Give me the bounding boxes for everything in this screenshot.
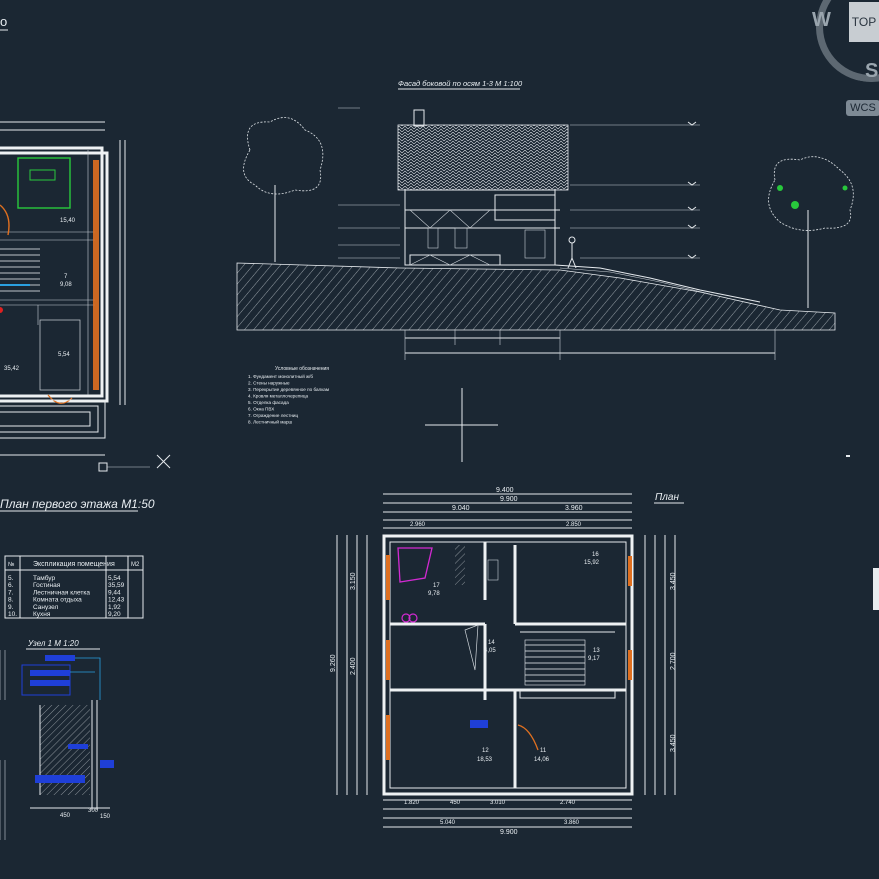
svg-text:Экспликация помещения: Экспликация помещения [33, 561, 115, 568]
room-schedule-cell: 8. [8, 597, 14, 604]
navigation-bar-tab[interactable] [873, 568, 879, 610]
node-dim: 150 [100, 814, 111, 820]
svg-text:3.450: 3.450 [670, 572, 677, 590]
room-area-label: 5,54 [58, 352, 70, 358]
svg-text:9.040: 9.040 [452, 505, 470, 512]
wcs-menu-button[interactable]: WCS [846, 100, 879, 116]
svg-text:13: 13 [593, 648, 600, 654]
room-schedule-cell: 6. [8, 582, 14, 589]
upper-floor-plan[interactable]: План 9.400 9.900 9.040 3.960 2.960 2.850… [330, 487, 684, 836]
room-schedule-cell: 9. [8, 604, 14, 611]
svg-text:17: 17 [433, 583, 440, 589]
svg-text:3.150: 3.150 [350, 572, 357, 590]
svg-text:12: 12 [482, 748, 489, 754]
room-schedule-cell: Комната отдыха [33, 597, 82, 604]
room-schedule-cell: 7. [8, 589, 14, 596]
svg-text:450: 450 [450, 800, 461, 806]
svg-text:2.740: 2.740 [560, 800, 576, 806]
svg-text:11: 11 [540, 748, 547, 754]
legend-item: 8. Лестничный марш [248, 419, 293, 425]
cursor-crosshair [425, 388, 498, 462]
node-dim: 300 [88, 808, 99, 814]
room-schedule-cell: Кухня [33, 611, 51, 618]
room-schedule-cell: 12,43 [108, 597, 125, 604]
svg-text:14: 14 [488, 640, 495, 646]
room-schedule-cell: Лестничная клетка [33, 589, 90, 596]
room-schedule-cell: Гостиная [33, 582, 61, 589]
svg-text:1.820: 1.820 [404, 800, 420, 806]
legend-item: 5. Отделка фасада [248, 400, 289, 405]
facade-title: Фасад боковой по осям 1-3 М 1:100 [398, 79, 523, 88]
room-area-label: 15,40 [60, 218, 76, 224]
svg-text:18,53: 18,53 [477, 757, 493, 763]
legend-item: 3. Перекрытие деревянное по балкам [248, 387, 329, 392]
room-area-label: 9,08 [60, 282, 72, 288]
viewcube-south-label[interactable]: S [865, 60, 879, 82]
room-schedule-cell: 10. [8, 611, 17, 618]
plan-title: План [655, 492, 679, 503]
room-schedule-cell: 5,54 [108, 575, 121, 582]
svg-text:9.900: 9.900 [500, 496, 518, 503]
room-area-label: 35,42 [4, 366, 20, 372]
svg-text:3.450: 3.450 [670, 734, 677, 752]
room-schedule-table: № Экспликация помещения М2 5. Тамбур 5,54 6… [4, 555, 144, 619]
corner-title-fragment: о [0, 14, 7, 29]
svg-text:16: 16 [592, 552, 599, 558]
svg-text:14,06: 14,06 [534, 757, 550, 763]
svg-text:15,92: 15,92 [584, 560, 600, 566]
room-schedule-cell: Санузел [33, 604, 59, 611]
tree-left [243, 117, 324, 262]
svg-text:2.700: 2.700 [670, 652, 677, 670]
legend-item: 6. Окна ПВХ [248, 407, 274, 412]
left-floor-plan[interactable]: 15,40 7 9,08 35,42 5,54 [0, 121, 171, 472]
svg-text:5.040: 5.040 [440, 820, 456, 826]
legend-item: 1. Фундамент монолитный ж/б [248, 373, 313, 379]
svg-text:3.960: 3.960 [565, 505, 583, 512]
legend-item: 2. Стены наружные [248, 381, 290, 386]
room-schedule-cell: 9,44 [108, 589, 121, 596]
room-schedule-rows: 5. Тамбур 5,54 6. Гостиная 35,59 7. Лестничная … [8, 574, 125, 618]
svg-text:4,05: 4,05 [484, 648, 496, 654]
node-dim: 450 [60, 813, 71, 819]
viewcube-top-face[interactable]: TOP [849, 2, 879, 42]
svg-text:2.960: 2.960 [410, 522, 426, 528]
node-title: Узел 1 М 1:20 [27, 639, 79, 648]
svg-text:М2: М2 [131, 562, 140, 568]
svg-text:9,78: 9,78 [428, 591, 440, 597]
legend-heading: Условные обозначения [275, 366, 329, 372]
svg-text:9.900: 9.900 [500, 829, 518, 836]
room-schedule-cell: 1,92 [108, 604, 121, 611]
svg-text:3.010: 3.010 [490, 800, 506, 806]
svg-text:9.260: 9.260 [330, 654, 337, 672]
room-number-label: 7 [64, 274, 68, 280]
legend-item: 4. Кровля металлочерепица [248, 394, 308, 399]
svg-text:9,17: 9,17 [588, 656, 600, 662]
svg-text:№: № [8, 561, 14, 568]
svg-text:2.850: 2.850 [566, 522, 582, 528]
legend-block: Условные обозначения 1. Фундамент моноли… [248, 366, 329, 425]
node-detail[interactable]: Узел 1 М 1:20 450 300 150 [0, 639, 114, 840]
svg-text:2.400: 2.400 [350, 657, 357, 675]
side-facade-drawing[interactable]: Фасад боковой по осям 1-3 М 1:100 [236, 79, 854, 360]
legend-item: 7. Ограждение лестниц [248, 413, 298, 418]
room-schedule-cell: 5. [8, 575, 14, 582]
svg-text:3.860: 3.860 [564, 820, 580, 826]
room-schedule-cell: 35,59 [108, 582, 125, 589]
tree-right [768, 156, 854, 308]
first-floor-plan-title: План первого этажа М1:50 [0, 497, 155, 511]
room-schedule-cell: 9,20 [108, 611, 121, 618]
room-schedule-cell: Тамбур [33, 574, 55, 582]
svg-text:9.400: 9.400 [496, 487, 514, 494]
viewcube-west-label[interactable]: W [812, 9, 831, 31]
